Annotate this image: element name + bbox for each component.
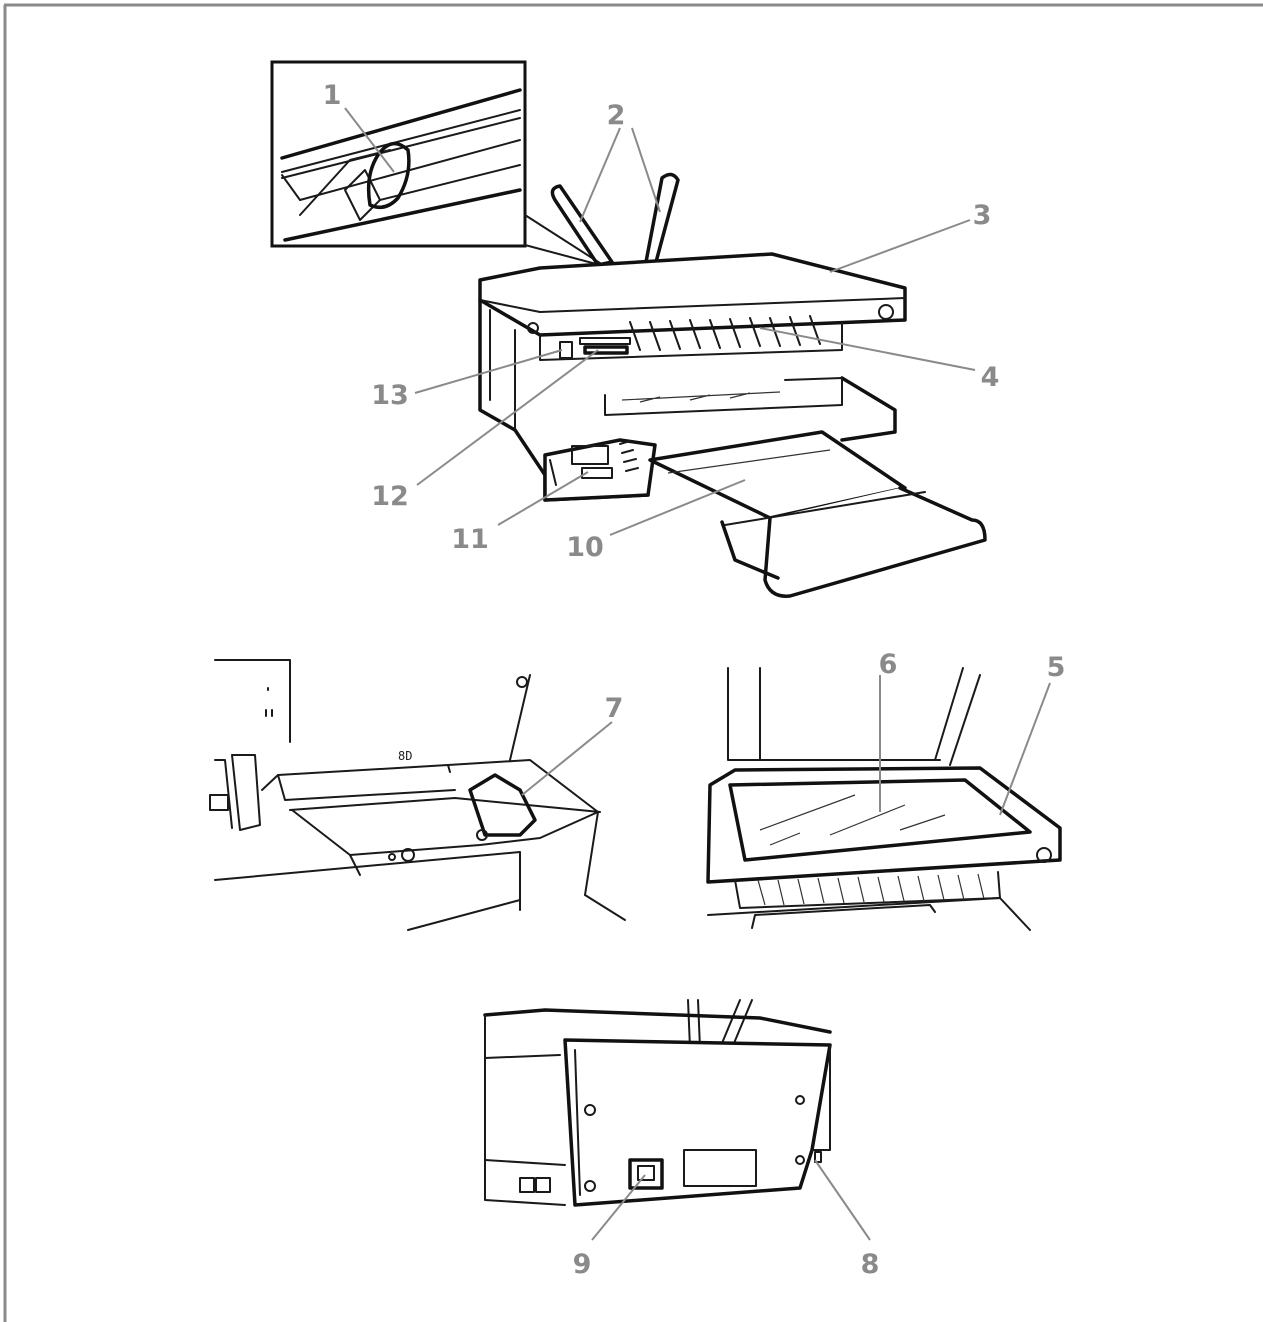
callout-6: 6: [879, 649, 898, 680]
paper-support-left: [550, 184, 614, 267]
callout-2: 2: [607, 100, 626, 131]
printer-body: [478, 252, 987, 598]
callout-10: 10: [566, 532, 604, 563]
callout-13: 13: [371, 380, 409, 411]
leader-lines: [344, 107, 1051, 1241]
paper-support-right: [644, 172, 680, 264]
roller-detail-inset: [270, 60, 527, 248]
scanner-glass-view: [706, 667, 1062, 931]
svg-text:8D: 8D: [398, 749, 412, 763]
callout-5: 5: [1047, 652, 1066, 683]
callout-labels: 1 2 3 4 5 6 7 8 9 10 11 12 13: [323, 80, 1066, 1280]
printer-open-cartridge-view: 8D: [209, 659, 626, 931]
callout-4: 4: [981, 362, 1000, 393]
callout-8: 8: [861, 1249, 880, 1280]
callout-7: 7: [605, 693, 624, 724]
callout-11: 11: [451, 524, 489, 555]
page-frame: [3, 3, 1263, 1322]
callout-1: 1: [323, 80, 342, 111]
printer-rear-view: [483, 999, 832, 1207]
printer-front-view: [270, 60, 987, 598]
callout-9: 9: [573, 1249, 592, 1280]
callout-12: 12: [371, 481, 409, 512]
callout-3: 3: [973, 200, 992, 231]
